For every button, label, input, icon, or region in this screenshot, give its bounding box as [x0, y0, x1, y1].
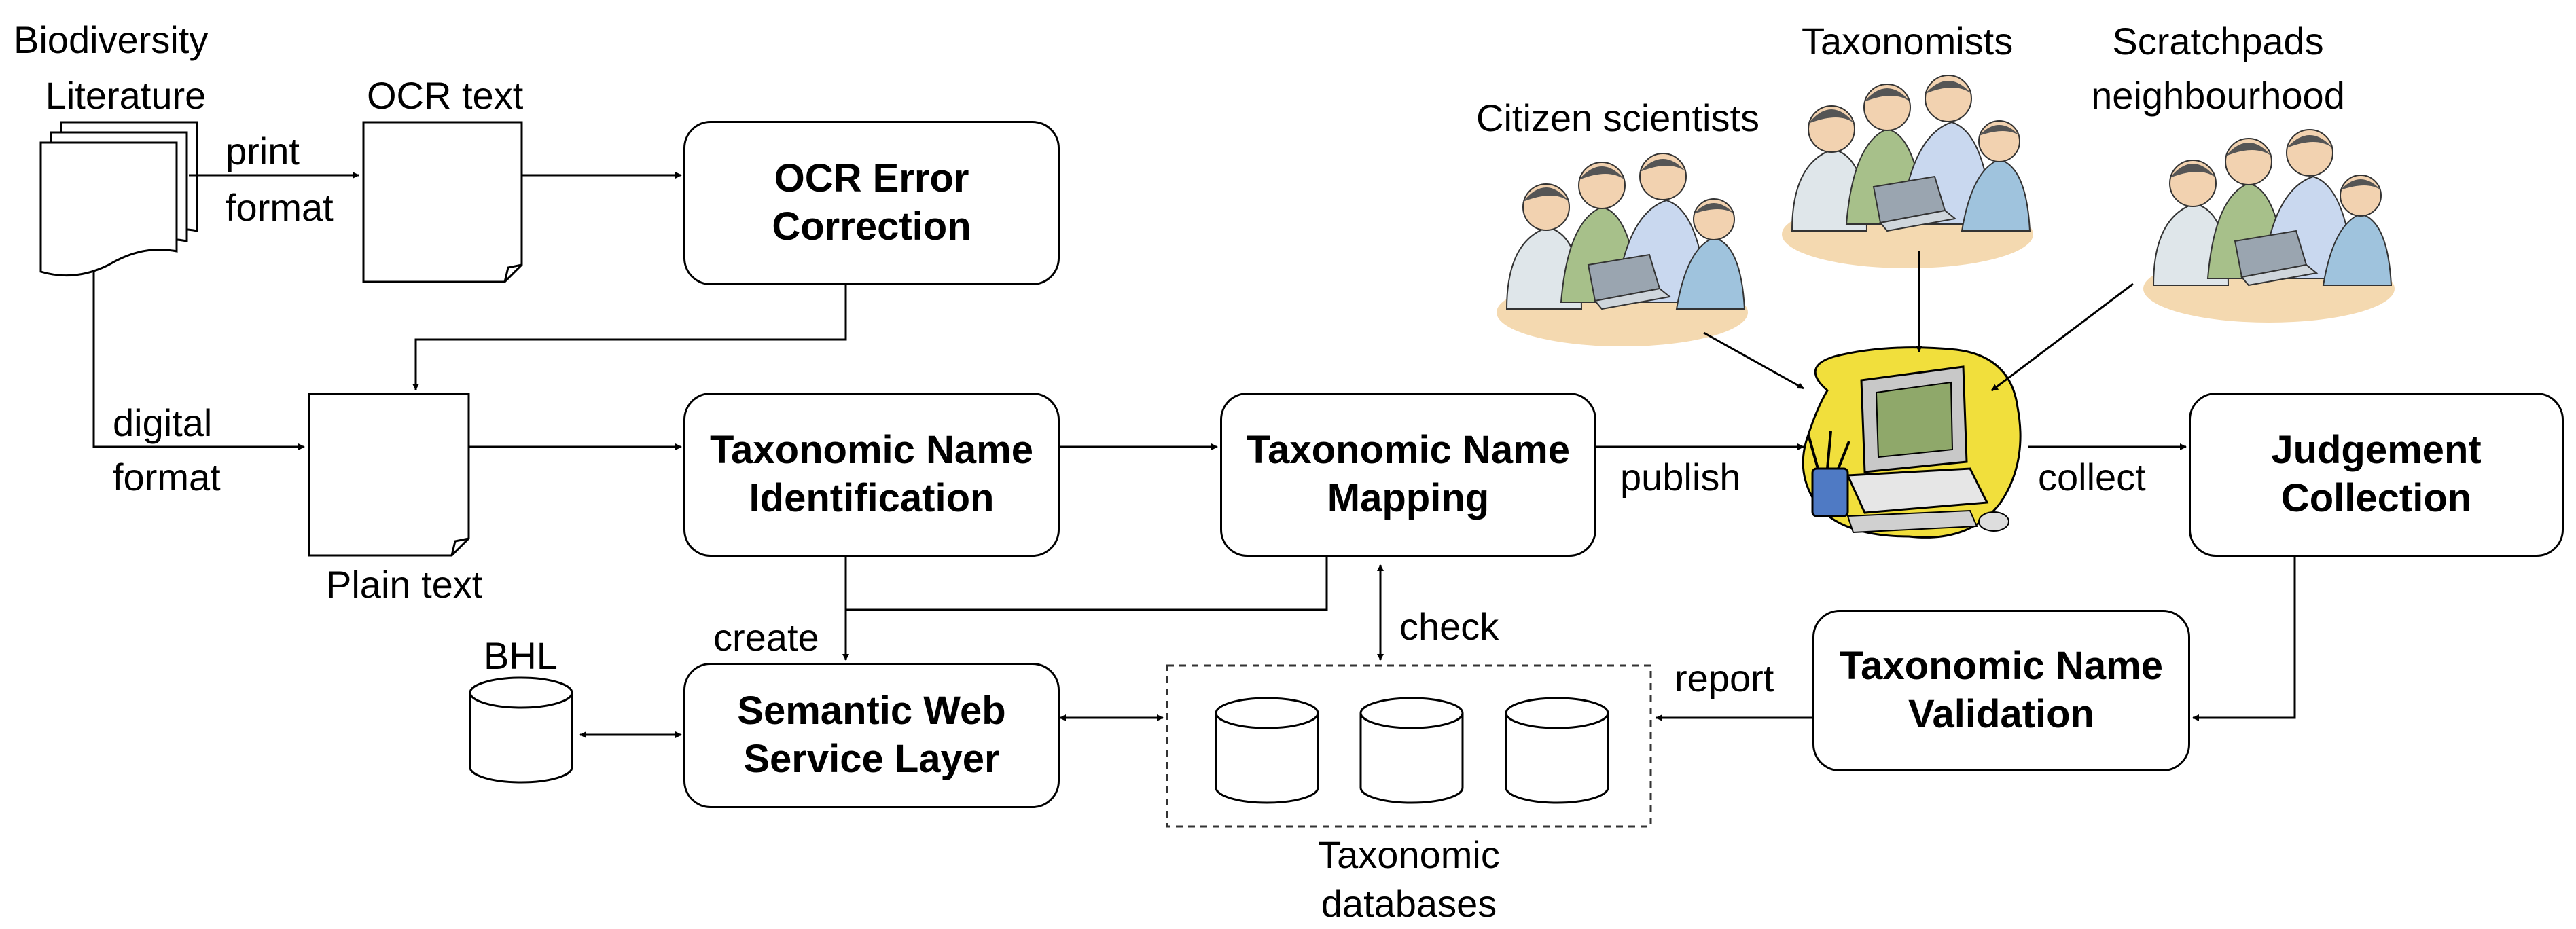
scratchpads-label-line1: Scratchpads [2112, 20, 2324, 62]
box-label-line2: Validation [1908, 692, 2094, 736]
document-stack-icon [39, 121, 198, 277]
box-label-line2: Identification [749, 476, 995, 520]
taxonomic-databases-label-line1: Taxonomic [1318, 833, 1500, 876]
taxonomic-name-mapping-box: Taxonomic Name Mapping [1220, 393, 1596, 557]
box-label-line1: Judgement [2271, 428, 2482, 473]
box-label-line2: Collection [2280, 476, 2472, 520]
computer-icon [1802, 346, 2022, 539]
taxonomic-databases-group [1166, 664, 1652, 828]
box-label-line2: Correction [772, 204, 971, 249]
box-label-line2: Service Layer [743, 737, 1000, 781]
plain-text-label: Plain text [326, 563, 483, 606]
box-label-line1: Taxonomic Name [710, 428, 1033, 473]
print-format-label-line1: print [226, 130, 300, 172]
biodiversity-literature-label-line1: Biodiversity [14, 18, 209, 61]
database-cylinder-icon [1215, 697, 1319, 804]
check-edge-label: check [1399, 605, 1499, 648]
judgement-collection-box: Judgement Collection [2189, 393, 2564, 557]
digital-format-label-line2: format [113, 456, 221, 498]
box-label-line1: Taxonomic Name [1247, 428, 1570, 473]
taxonomic-databases-label-line2: databases [1321, 882, 1497, 925]
box-label-line2: Mapping [1327, 476, 1490, 520]
ocr-text-label: OCR text [367, 74, 524, 117]
semantic-web-service-layer-box: Semantic Web Service Layer [683, 663, 1060, 808]
people-group-icon [2143, 129, 2395, 323]
create-edge-label: create [713, 616, 819, 659]
citizen-scientists-label: Citizen scientists [1476, 96, 1760, 139]
database-cylinder-icon [1505, 697, 1609, 804]
box-label-line1: Taxonomic Name [1840, 644, 2163, 689]
collect-edge-label: collect [2038, 456, 2146, 498]
publish-edge-label: publish [1620, 456, 1741, 498]
document-icon [362, 121, 523, 283]
report-edge-label: report [1675, 657, 1774, 699]
connector-lines [92, 172, 2296, 738]
ocr-error-correction-box: OCR Error Correction [683, 121, 1060, 285]
taxonomic-name-identification-box: Taxonomic Name Identification [683, 393, 1060, 557]
box-label-line1: Semantic Web [737, 689, 1006, 733]
scratchpads-label-line2: neighbourhood [2091, 74, 2345, 117]
biodiversity-literature-label-line2: Literature [45, 74, 207, 117]
box-label-line1: OCR Error [774, 156, 969, 201]
digital-format-label-line1: digital [113, 401, 213, 444]
people-group-icon [1781, 75, 2034, 269]
taxonomists-label: Taxonomists [1802, 20, 2014, 62]
database-cylinder-icon [1359, 697, 1464, 804]
taxonomic-name-validation-box: Taxonomic Name Validation [1812, 610, 2190, 771]
people-group-icon [1496, 153, 1749, 347]
print-format-label-line2: format [226, 186, 334, 229]
document-icon [308, 393, 470, 557]
database-cylinder-icon [469, 676, 573, 784]
bhl-label: BHL [484, 634, 558, 677]
